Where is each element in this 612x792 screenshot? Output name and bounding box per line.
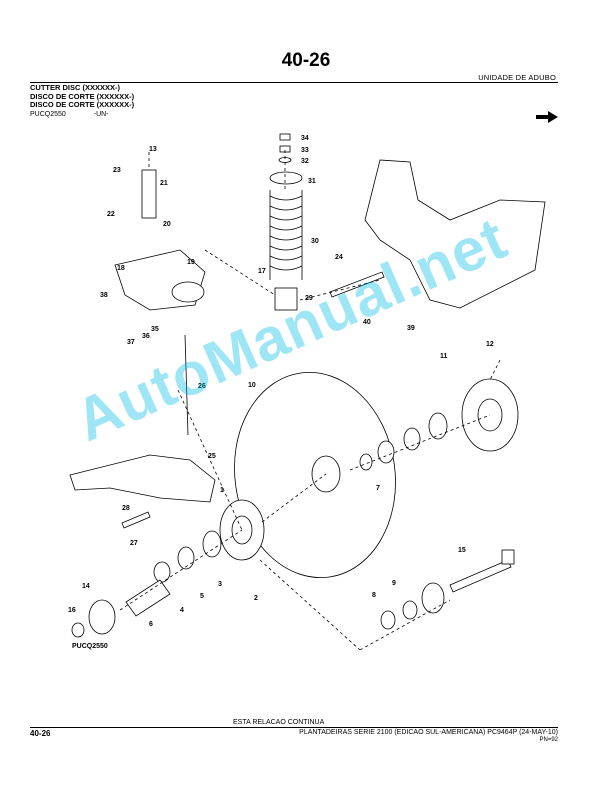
footer-page-number: 40-26 (30, 729, 51, 738)
figure-codes: PUCQ2550 -UN- (30, 111, 137, 118)
callout-21: 21 (160, 180, 168, 187)
callout-29: 29 (305, 295, 313, 302)
callout-18: 18 (117, 265, 125, 272)
callout-27: 27 (130, 540, 138, 547)
continues-note: ESTA RELACAO CONTINUA (233, 719, 325, 726)
figure-label: PUCQ2550 (72, 643, 108, 650)
callout-37: 37 (127, 339, 135, 346)
callout-14: 14 (82, 583, 90, 590)
callout-11: 11 (440, 353, 448, 360)
callout-1: 1 (220, 487, 224, 494)
publication-info: PLANTADEIRAS SERIE 2100 (EDICAO SUL-AMER… (299, 729, 558, 736)
callout-16: 16 (68, 607, 76, 614)
header-divider (30, 82, 558, 83)
cutter-disc (234, 371, 396, 579)
callout-20: 20 (163, 221, 171, 228)
callout-10: 10 (248, 382, 256, 389)
callout-17: 17 (258, 268, 266, 275)
callout-13: 13 (149, 146, 157, 153)
figure-code: PUCQ2550 (30, 111, 66, 118)
callout-25: 25 (208, 453, 216, 460)
callout-23: 23 (113, 167, 121, 174)
unit-code: -UN- (93, 111, 109, 118)
callout-22: 22 (107, 211, 115, 218)
callout-31: 31 (308, 178, 316, 185)
page-number: 40-26 (281, 50, 331, 71)
callout-26: 26 (198, 383, 206, 390)
callout-38: 38 (100, 292, 108, 299)
callout-28: 28 (122, 505, 130, 512)
callout-39: 39 (407, 325, 415, 332)
callout-4: 4 (180, 607, 184, 614)
callout-2: 2 (254, 595, 258, 602)
callout-30: 30 (311, 238, 319, 245)
exploded-parts-diagram: 1 2 3 4 5 6 7 8 9 10 11 12 13 14 15 16 1… (68, 133, 546, 650)
part-titles: CUTTER DISC (XXXXXX-) DISCO DE CORTE (XX… (30, 83, 135, 110)
callout-5: 5 (200, 593, 204, 600)
title-spanish: DISCO DE CORTE (XXXXXX-) (30, 100, 135, 109)
callout-7: 7 (376, 485, 380, 492)
callout-9: 9 (392, 580, 396, 587)
callout-24: 24 (335, 254, 343, 261)
page-sequence: PN=92 (539, 737, 558, 743)
title-english: CUTTER DISC (XXXXXX-) (30, 83, 121, 92)
callout-3: 3 (218, 581, 222, 588)
callout-32: 32 (301, 158, 309, 165)
callout-33: 33 (301, 147, 309, 154)
callout-34: 34 (301, 135, 309, 142)
section-title: UNIDADE DE ADUBO (478, 73, 556, 82)
callout-12: 12 (486, 341, 494, 348)
right-arrow-icon (536, 111, 558, 123)
title-portuguese: DISCO DE CORTE (XXXXXX-) (30, 91, 135, 101)
callout-8: 8 (372, 592, 376, 599)
callout-40: 40 (363, 319, 371, 326)
callout-35: 35 (151, 326, 159, 333)
callout-15: 15 (458, 547, 466, 554)
footer-divider (30, 727, 558, 728)
callout-36: 36 (142, 333, 150, 340)
callout-19: 19 (187, 259, 195, 266)
callout-6: 6 (149, 621, 153, 628)
